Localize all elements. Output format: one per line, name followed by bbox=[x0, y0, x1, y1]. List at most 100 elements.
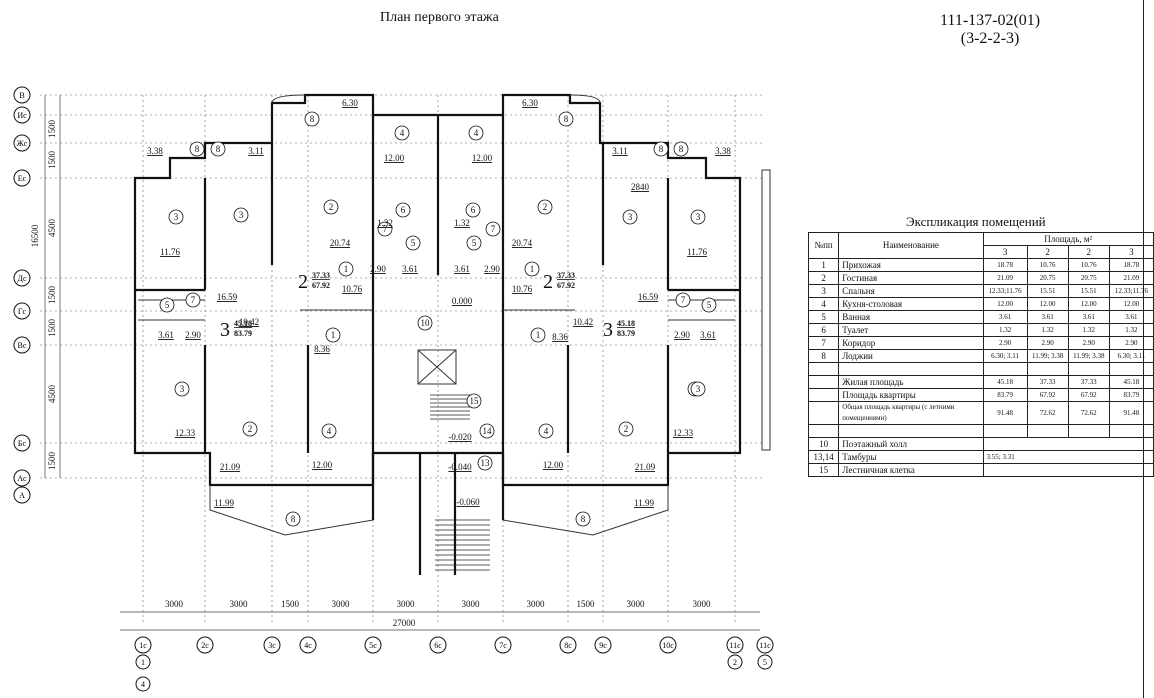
column-axis-extra-label: 1 bbox=[141, 658, 145, 667]
row-value: 11.99; 3.38 bbox=[1067, 349, 1110, 363]
row-axis-label: Дс bbox=[17, 274, 26, 283]
row-axis-circle bbox=[13, 106, 31, 124]
row-value: 3.61 bbox=[1026, 310, 1069, 324]
empty-cell bbox=[807, 424, 840, 438]
row-axis-label: Жс bbox=[17, 139, 28, 148]
room-number-circle bbox=[304, 111, 320, 127]
summary-value: 67.92 bbox=[1026, 388, 1069, 402]
stairs bbox=[430, 394, 490, 571]
room-area: -0.040 bbox=[448, 462, 472, 472]
room-number: 3 bbox=[180, 384, 185, 394]
summary-value: 37.33 bbox=[1026, 375, 1069, 389]
row-value: 12.00 bbox=[1108, 297, 1154, 311]
empty-cell bbox=[1108, 362, 1154, 376]
room-area: -0.020 bbox=[448, 432, 472, 442]
room-number-circle bbox=[537, 199, 553, 215]
room-area: 16.59 bbox=[638, 292, 659, 302]
empty-cell bbox=[1108, 424, 1154, 438]
column-dimension: 1500 bbox=[281, 599, 300, 609]
room-number-circle bbox=[321, 423, 337, 439]
column-axis-circle bbox=[196, 636, 214, 654]
explication-title: Экспликация помещений bbox=[906, 214, 1046, 229]
empty-cell bbox=[1026, 424, 1069, 438]
row-dimension: 1500 bbox=[47, 286, 57, 305]
room-number: 1 bbox=[331, 330, 336, 340]
row-dimension: 4500 bbox=[47, 385, 57, 404]
column-axis-circle bbox=[263, 636, 281, 654]
row-value: 10.76 bbox=[1067, 258, 1110, 272]
entrance-walls bbox=[371, 453, 505, 575]
summary-value: 83.79 bbox=[1108, 388, 1154, 402]
column-dimension: 3000 bbox=[693, 599, 712, 609]
apartment-total-area: 83.79 bbox=[617, 329, 635, 338]
empty-cell bbox=[807, 388, 840, 402]
room-number-circle bbox=[189, 141, 205, 157]
column-axis-extra-circle bbox=[135, 654, 151, 670]
row-value: 18.78 bbox=[982, 258, 1028, 272]
room-area: 11.99 bbox=[634, 498, 654, 508]
room-area: 10.42 bbox=[239, 317, 259, 327]
room-area: 21.09 bbox=[220, 462, 241, 472]
room-number: 1 bbox=[530, 264, 535, 274]
summary-name: Площадь квартиры bbox=[838, 388, 984, 402]
row-value: 3.61 bbox=[1108, 310, 1154, 324]
room-number-circle bbox=[285, 511, 301, 527]
loggia-outlines bbox=[209, 94, 669, 536]
apartment-living-area: 37.33 bbox=[557, 271, 575, 280]
corridor-lines bbox=[138, 299, 735, 321]
empty-cell bbox=[807, 362, 840, 376]
room-area: 1.32 bbox=[454, 218, 470, 228]
apartment-total-area: 67.92 bbox=[312, 281, 330, 290]
room-area: 16.59 bbox=[217, 292, 238, 302]
row-number: 5 bbox=[807, 310, 840, 324]
row-axis-circle bbox=[13, 434, 31, 452]
column-axis-extra-circle bbox=[757, 654, 773, 670]
plan-title: План первого этажа bbox=[380, 10, 499, 25]
room-area: 20.74 bbox=[330, 238, 351, 248]
header-number: №пп bbox=[807, 232, 840, 259]
row-axis-label: Ис bbox=[17, 111, 27, 120]
row-value: 1.32 bbox=[1026, 323, 1069, 337]
room-number: 3 bbox=[239, 210, 244, 220]
common-value bbox=[982, 437, 1154, 451]
empty-cell bbox=[1067, 424, 1110, 438]
document-code: 111-137-02(01) (3-2-2-3) bbox=[940, 12, 1040, 48]
summary-row: Общая площадь квартиры (с летними помеще… bbox=[807, 401, 1154, 425]
column-dimension: 1500 bbox=[577, 599, 596, 609]
row-value: 15.51 bbox=[1067, 284, 1110, 298]
room-area: 0.000 bbox=[452, 296, 473, 306]
summary-name: Жилая площадь bbox=[838, 375, 984, 389]
room-number-circle bbox=[394, 125, 410, 141]
column-axis-label: 3с bbox=[268, 641, 276, 650]
room-area: 2.90 bbox=[484, 264, 500, 274]
header-area: Площадь, м² bbox=[982, 232, 1154, 246]
room-number: 4 bbox=[400, 128, 405, 138]
room-number-circle bbox=[690, 381, 706, 397]
room-number: 8 bbox=[310, 114, 315, 124]
row-value: 12.00 bbox=[1026, 297, 1069, 311]
summary-value: 67.92 bbox=[1067, 388, 1110, 402]
row-value: 1.32 bbox=[982, 323, 1028, 337]
row-name: Коридор bbox=[838, 336, 984, 350]
room-area: 8.36 bbox=[314, 344, 330, 354]
summary-value: 45.18 bbox=[982, 375, 1028, 389]
row-axis-label: Гс bbox=[18, 307, 27, 316]
apartment-living-area: 37.33 bbox=[312, 271, 330, 280]
axis-grid bbox=[40, 94, 765, 625]
room-area: 11.76 bbox=[687, 247, 707, 257]
row-axis-circle bbox=[13, 302, 31, 320]
room-area: 2.90 bbox=[674, 330, 690, 340]
common-value bbox=[982, 463, 1154, 477]
room-number: 1 bbox=[536, 330, 541, 340]
row-dimension: 1500 bbox=[47, 120, 57, 139]
row-dimension: 1500 bbox=[47, 151, 57, 170]
row-axis-label: Бс bbox=[18, 439, 27, 448]
room-area: 10.42 bbox=[573, 317, 593, 327]
room-area: 3.61 bbox=[700, 330, 716, 340]
